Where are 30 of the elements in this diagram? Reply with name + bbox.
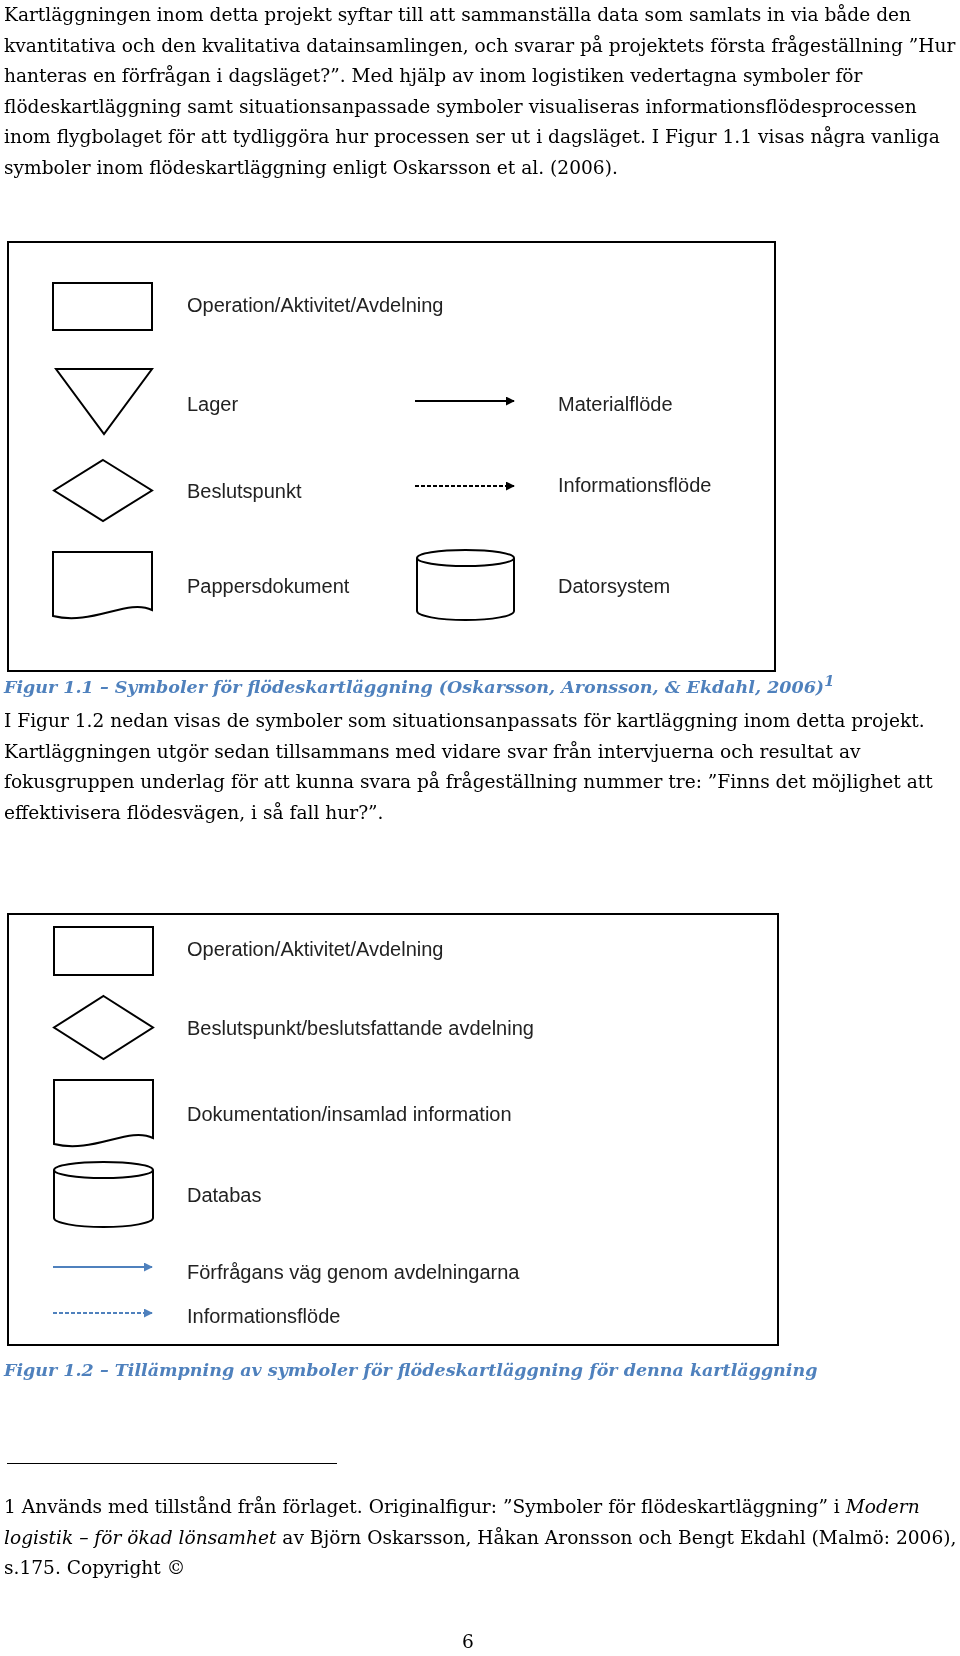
symbol-label: Lager: [187, 392, 239, 416]
rectangle-symbol: [52, 282, 153, 331]
figure-caption: Figur 1.1 – Symboler för flödeskartläggning (Oskarsson, Aronsson, & Ekdahl, 2006)$^{1}$: [4, 672, 836, 697]
symbol-label: Beslutspunkt: [187, 479, 302, 503]
cylinder-symbol: [53, 1161, 154, 1227]
footnote: 1 Används med tillstånd från förlaget. Originalfigur: ”Symboler för flödeskartläggning” i Modern logistik – för ökad lönsamhet av Björn Oskarsson, Håkan Aronsson och Bengt Ekdahl (Malmö: 2006), s.175. Copyright ©: [4, 1495, 958, 1581]
legend-label: Informationsflöde: [187, 1304, 341, 1328]
diamond-symbol: [53, 459, 153, 522]
rectangle-symbol: [53, 926, 154, 976]
document-symbol: [52, 551, 153, 620]
symbol-label: Beslutspunkt/beslutsfattande avdelning: [187, 1016, 534, 1040]
figure-frame: [7, 913, 779, 1346]
page-number: 6: [462, 1630, 475, 1654]
symbol-label: Databas: [187, 1183, 262, 1207]
legend-label: Förfrågans väg genom avdelningarna: [187, 1260, 520, 1284]
symbol-label: Dokumentation/insamlad information: [187, 1102, 512, 1126]
body-paragraph: I Figur 1.2 nedan visas de symboler som situationsanpassats för kartläggning inom detta projekt. Kartläggningen utgör sedan tillsammans med vidare svar från intervjuerna och resultat av fokusgruppen underlag för att kunna svara på frågeställning nummer tre: ”Finns det möjlighet att effektivisera flödesvägen, i så fall hur?”.: [4, 709, 934, 825]
diamond-symbol: [53, 995, 154, 1060]
cylinder-symbol: [416, 549, 515, 620]
figure-caption: Figur 1.2 – Tillämpning av symboler för flödeskartläggning för denna kartläggning: [4, 1360, 819, 1380]
legend-label: Informationsflöde: [558, 473, 712, 497]
document-symbol: [53, 1079, 154, 1148]
symbol-label: Operation/Aktivitet/Avdelning: [187, 293, 444, 317]
figure-frame: [7, 241, 776, 672]
symbol-label: Pappersdokument: [187, 574, 350, 598]
legend-label: Materialflöde: [558, 392, 673, 416]
symbol-label: Datorsystem: [558, 574, 671, 598]
triangle-symbol: [55, 368, 153, 435]
symbol-label: Operation/Aktivitet/Avdelning: [187, 937, 444, 961]
body-paragraph: Kartläggningen inom detta projekt syftar till att sammanställa data som samlats in via både den kvantitativa och den kvalitativa datainsamlingen, och svarar på projektets första frågeställning ”Hur hanteras en förfrågan i dagsläget?”. Med hjälp av inom logistiken vedertagna symboler för flödeskartläggning samt situationsanpassade symboler visualiseras informationsflödesprocessen inom flygbolaget för att tydliggöra hur processen ser ut i dagsläget. I Figur 1.1 visas några vanliga symboler inom flödeskartläggning enligt Oskarsson et al. (2006).: [4, 3, 957, 180]
